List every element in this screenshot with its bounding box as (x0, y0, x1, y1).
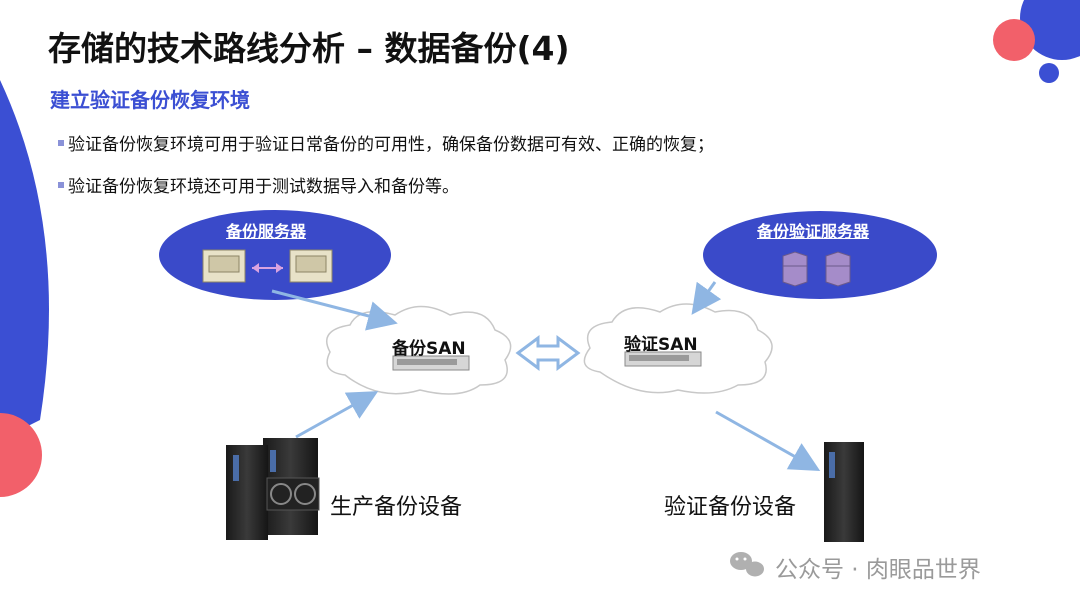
wechat-logo-icon (730, 552, 764, 577)
bullet-square-icon (58, 182, 64, 188)
left-blue-arc (0, 80, 49, 440)
verify-servers-ellipse (703, 211, 937, 299)
verify-device-label: 验证备份设备 (664, 495, 797, 520)
bullet-item: 验证备份恢复环境还可用于测试数据导入和备份等。 (58, 172, 459, 197)
arrow-backup-server-to-san (271, 289, 398, 331)
watermark-text: 公众号 · 肉眼品世界 (775, 557, 981, 583)
bullet-item: 验证备份恢复环境可用于验证日常备份的可用性，确保备份数据可有效、正确的恢复； (58, 130, 714, 155)
verify-server-icon (825, 251, 851, 287)
page-subtitle: 建立验证备份恢复环境 (50, 88, 250, 112)
verify-san-label: 验证SAN (624, 335, 698, 355)
production-device-label: 生产备份设备 (330, 495, 463, 520)
verify-storage-rack-icon (824, 442, 864, 542)
backup-servers-label: 备份服务器 (226, 222, 307, 241)
top-right-small-blue-circle (1039, 63, 1059, 83)
production-storage-rack-icon (226, 438, 320, 540)
bullet-text: 验证备份恢复环境还可用于测试数据导入和备份等。 (68, 177, 459, 197)
backup-server-icon (289, 249, 333, 283)
arrow-san-to-verify-device (715, 410, 821, 471)
backup-server-icon (202, 249, 246, 283)
verify-server-icon (782, 251, 808, 287)
arrow-verify-server-to-san (691, 281, 722, 315)
arrow-production-to-san (295, 391, 379, 439)
double-arrow-icon (252, 263, 283, 273)
bullet-square-icon (58, 140, 64, 146)
left-coral-circle (0, 413, 42, 497)
san-link-double-arrow (515, 335, 581, 371)
page-title: 存储的技术路线分析 – 数据备份(4) (48, 29, 570, 68)
bullet-text: 验证备份恢复环境可用于验证日常备份的可用性，确保备份数据可有效、正确的恢复； (68, 135, 714, 155)
top-right-blue-circle (1020, 0, 1080, 60)
verify-san-cloud (583, 303, 773, 394)
backup-san-label: 备份SAN (392, 339, 466, 359)
verify-servers-label: 备份验证服务器 (757, 222, 870, 241)
top-right-coral-circle (993, 19, 1035, 61)
